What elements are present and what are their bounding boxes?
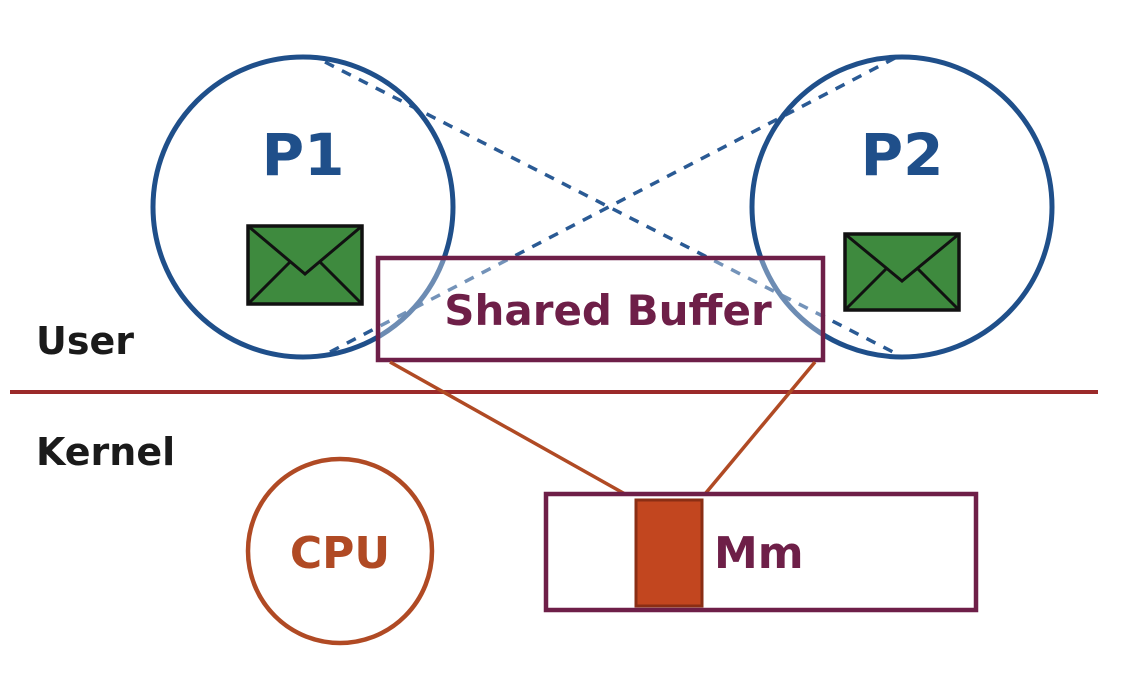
memory-label: Mm xyxy=(714,528,804,579)
process-p1-label: P1 xyxy=(262,121,345,189)
cpu-label: CPU xyxy=(290,528,390,579)
user-region-label: User xyxy=(36,319,134,363)
shared-buffer-box xyxy=(375,255,826,363)
buffer-to-memory-lines xyxy=(389,360,817,496)
memory-shared-region xyxy=(634,498,704,608)
kernel-region-label: Kernel xyxy=(36,430,175,474)
memory-box xyxy=(543,491,979,613)
process-p1-circle xyxy=(150,54,456,360)
process-p2-label: P2 xyxy=(861,121,944,189)
process-p2-circle xyxy=(749,54,1055,360)
envelope-icon xyxy=(246,224,364,306)
cpu-circle xyxy=(245,456,435,646)
shared-buffer-label: Shared Buffer xyxy=(444,286,772,335)
envelope-icon xyxy=(843,232,961,312)
